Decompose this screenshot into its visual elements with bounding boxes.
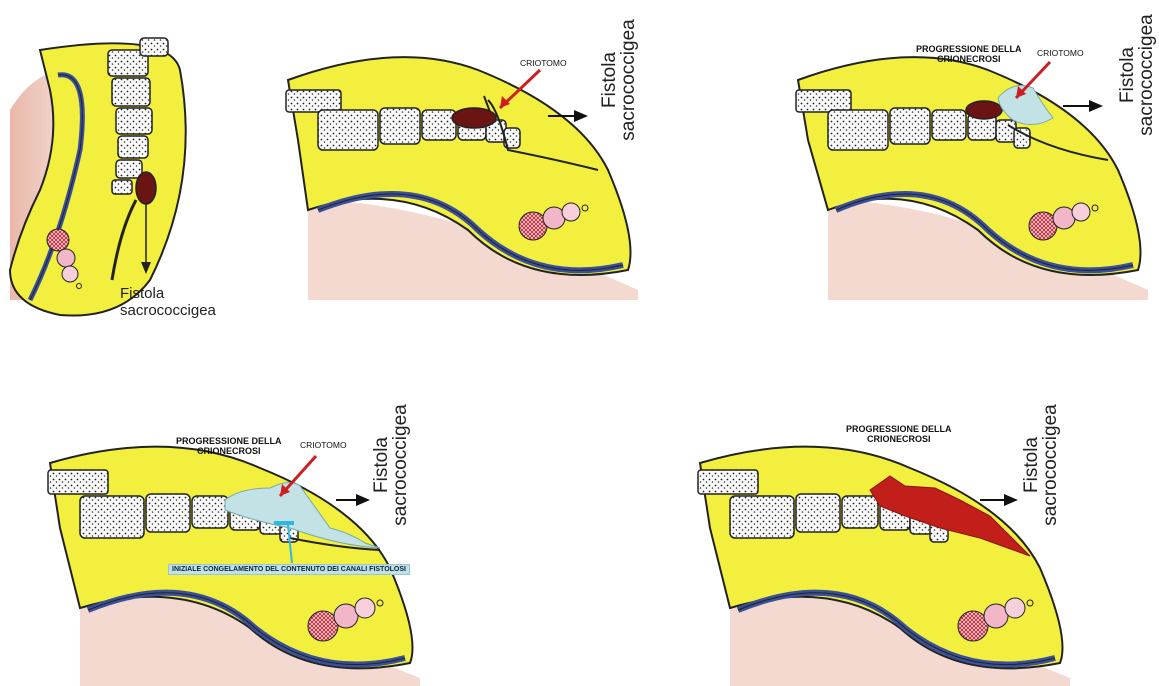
fistula-vertical-label: Fistola sacrococcigea (600, 10, 638, 150)
panel-crionecrosi: PROGRESSIONE DELLA CRIONECROSI Fistola s… (690, 388, 1110, 686)
fistula-vertical-line1: Fistola (600, 10, 619, 150)
panel-congelamento: PROGRESSIONE DELLA CRIONECROSI CRIOTOMO … (40, 388, 460, 686)
fistula-vertical-line2: sacrococcigea (619, 10, 638, 150)
criotomo-label: CRIOTOMO (520, 58, 567, 68)
fistula-vertical-line1: Fistola (1022, 390, 1041, 540)
fistula-label: Fistola sacrococcigea (120, 285, 216, 319)
fistula-vertical-line1: Fistola (372, 390, 391, 540)
fistula-label-line1: Fistola (120, 285, 216, 302)
fistula-vertical-label: Fistola sacrococcigea (1118, 5, 1156, 145)
fistula-label-line2: sacrococcigea (120, 302, 216, 319)
fistula-lesion (452, 108, 496, 128)
progressione-line1: PROGRESSIONE DELLA (916, 44, 1022, 54)
panel-sagittal-overview: Fistola sacrococcigea (0, 30, 260, 330)
fistula-lesion (136, 172, 156, 204)
progressione-line1: PROGRESSIONE DELLA (176, 436, 282, 446)
fistula-vertical-line2: sacrococcigea (1041, 390, 1060, 540)
criotomo-label: CRIOTOMO (300, 440, 347, 450)
fistula-vertical-line1: Fistola (1118, 5, 1137, 145)
progressione-line1: PROGRESSIONE DELLA (846, 424, 952, 434)
fistula-vertical-line2: sacrococcigea (1137, 5, 1156, 145)
fistula-vertical-line2: sacrococcigea (391, 390, 410, 540)
progressione-label: PROGRESSIONE DELLA CRIONECROSI (916, 44, 1022, 64)
criotomo-label: CRIOTOMO (1037, 48, 1084, 58)
progressione-line2: CRIONECROSI (846, 434, 952, 444)
fistula-vertical-label: Fistola sacrococcigea (1022, 390, 1060, 540)
progressione-line2: CRIONECROSI (176, 446, 282, 456)
panel-progressione: PROGRESSIONE DELLA CRIONECROSI CRIOTOMO … (788, 0, 1158, 300)
progressione-label: PROGRESSIONE DELLA CRIONECROSI (176, 436, 282, 456)
progressione-line2: CRIONECROSI (916, 54, 1022, 64)
panel-criotomo: CRIOTOMO Fistola sacrococcigea (278, 0, 658, 300)
iniziale-congelamento-label: INIZIALE CONGELAMENTO DEL CONTENUTO DEI … (168, 564, 410, 575)
progressione-label: PROGRESSIONE DELLA CRIONECROSI (846, 424, 952, 444)
fistula-vertical-label: Fistola sacrococcigea (372, 390, 410, 540)
fistula-lesion (966, 101, 1002, 119)
